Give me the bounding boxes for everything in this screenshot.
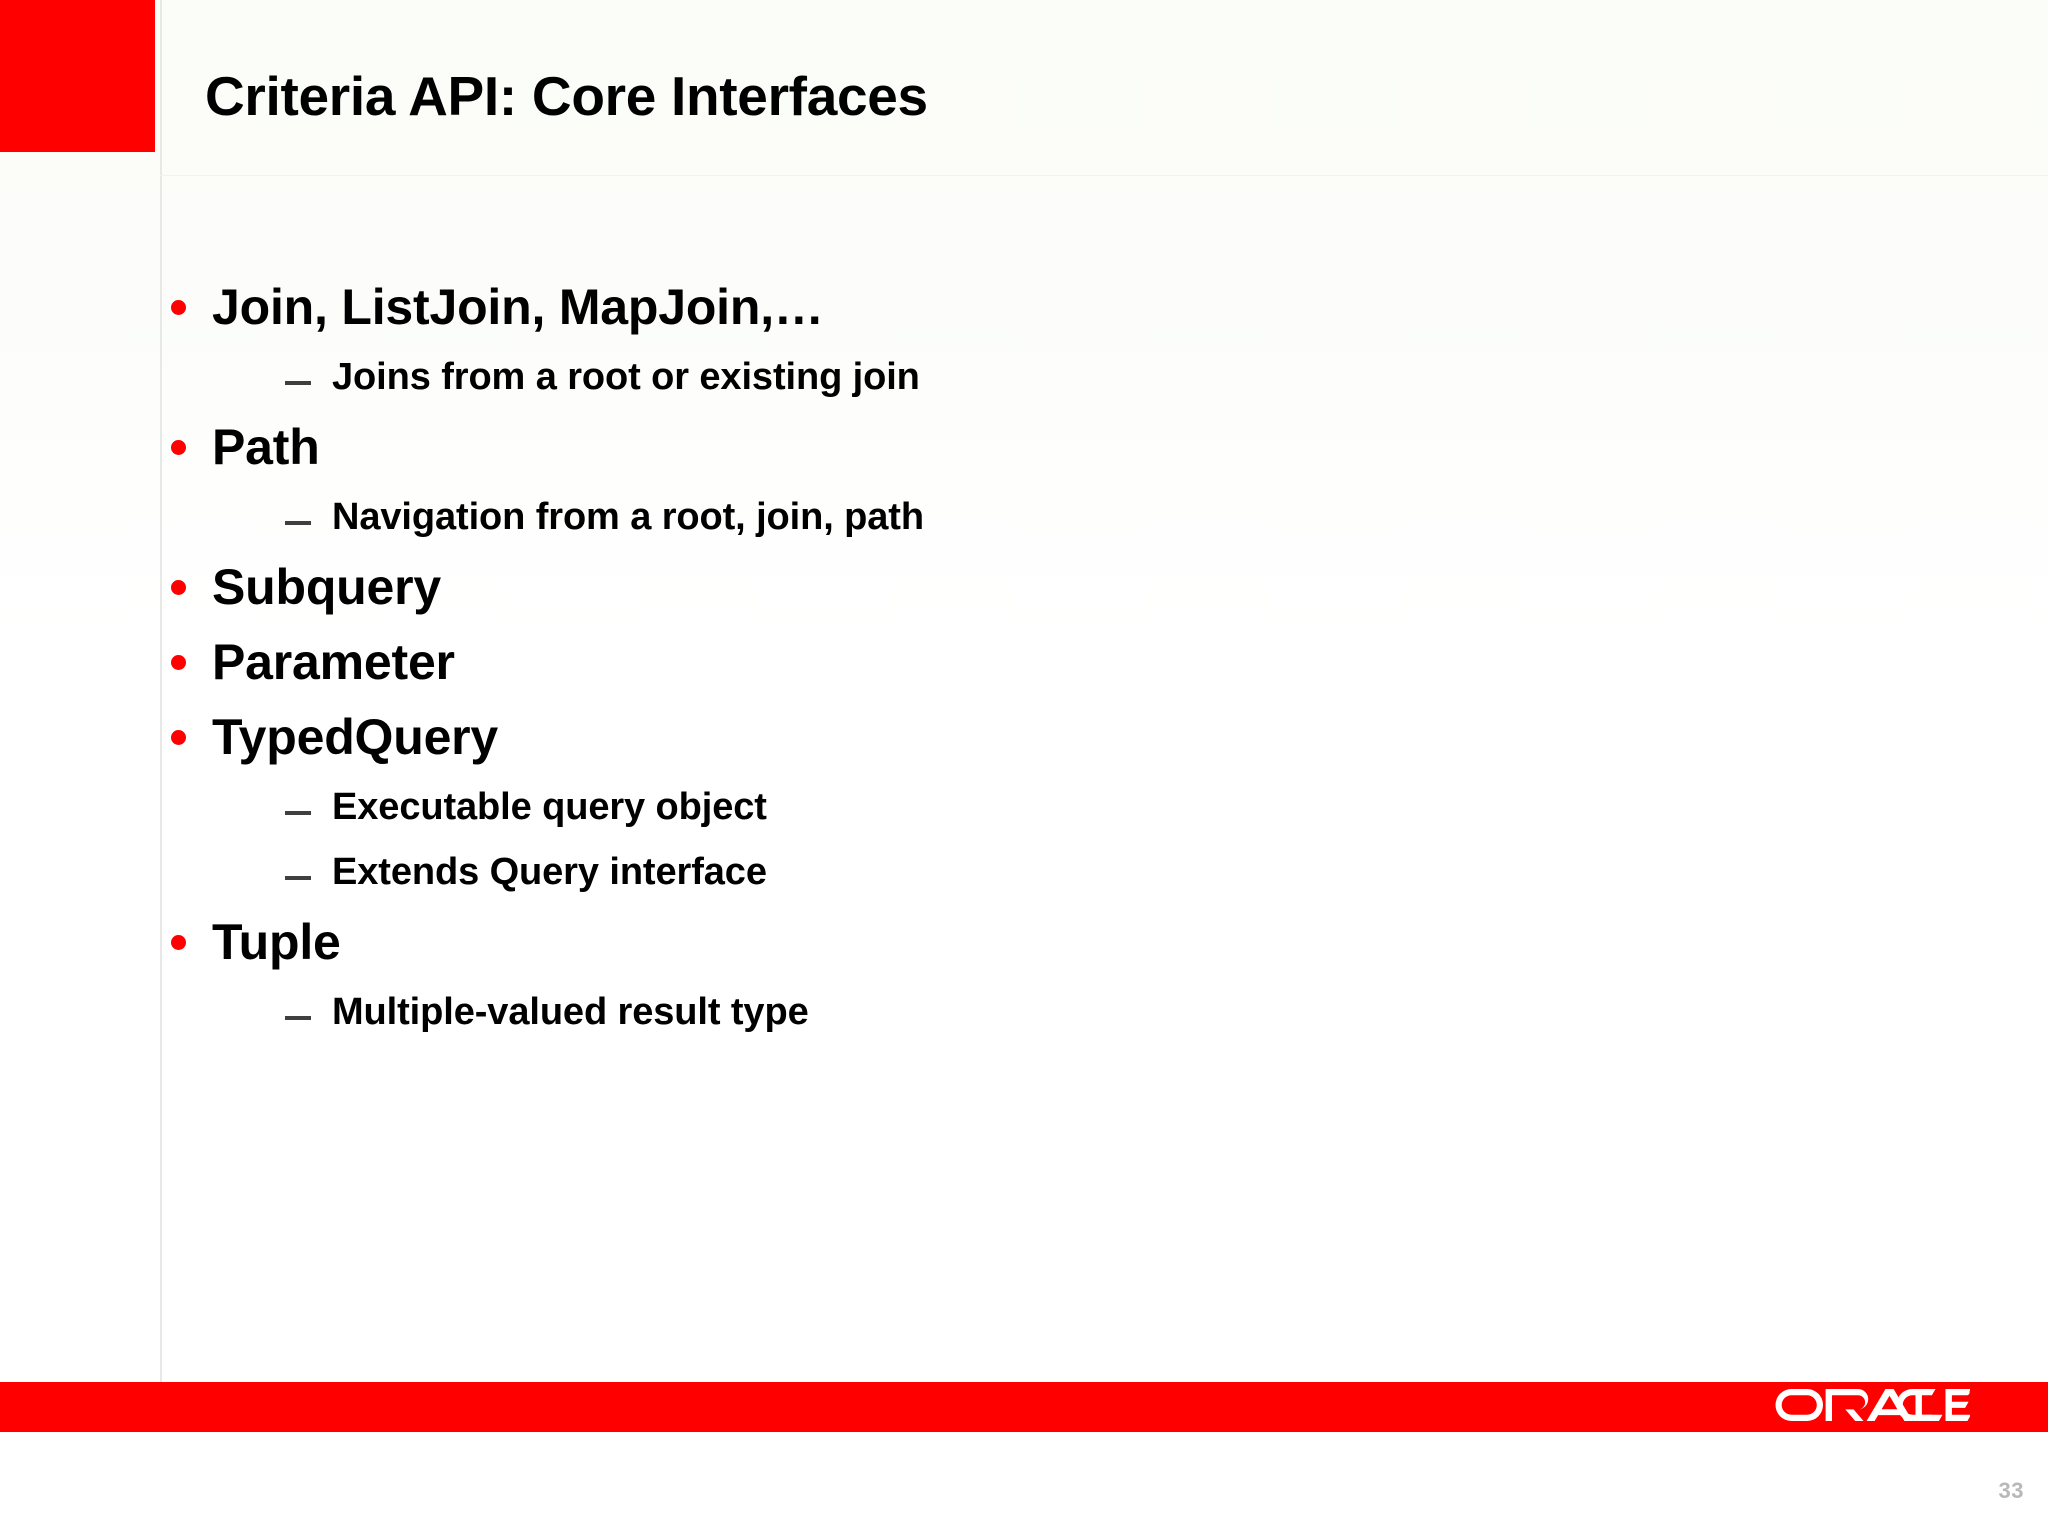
sub-bullet-item: Extends Query interface	[160, 840, 1860, 905]
brand-accent-square	[0, 0, 155, 152]
bullet-dot-icon	[171, 935, 186, 950]
bullet-item: Join, ListJoin, MapJoin,…	[160, 270, 1860, 345]
bullet-item: Path	[160, 410, 1860, 485]
bullet-label: Parameter	[212, 634, 455, 690]
bullet-item: Parameter	[160, 625, 1860, 700]
sub-bullet-item: Executable query object	[160, 775, 1860, 840]
bullet-label: Path	[212, 419, 320, 475]
sub-bullet-label: Multiple-valued result type	[332, 991, 809, 1033]
dash-icon	[285, 1016, 311, 1020]
oracle-logo	[1774, 1389, 1970, 1425]
bullet-label: TypedQuery	[212, 709, 499, 765]
sub-bullet-item: Multiple-valued result type	[160, 980, 1860, 1045]
bullet-dot-icon	[171, 440, 186, 455]
footer-bar	[0, 1382, 2048, 1432]
dash-icon	[285, 876, 311, 880]
bullet-dot-icon	[171, 730, 186, 745]
slide-title: Criteria API: Core Interfaces	[205, 65, 928, 127]
sub-bullet-item: Joins from a root or existing join	[160, 345, 1860, 410]
sub-bullet-label: Executable query object	[332, 786, 767, 828]
sub-bullet-label: Joins from a root or existing join	[332, 356, 920, 398]
bullet-item: Subquery	[160, 550, 1860, 625]
bullet-item: Tuple	[160, 905, 1860, 980]
bullet-list: Join, ListJoin, MapJoin,… Joins from a r…	[160, 270, 1860, 1045]
bullet-dot-icon	[171, 300, 186, 315]
bullet-dot-icon	[171, 580, 186, 595]
dash-icon	[285, 381, 311, 385]
sub-bullet-label: Extends Query interface	[332, 851, 767, 893]
sub-bullet-item: Navigation from a root, join, path	[160, 485, 1860, 550]
left-margin-divider	[160, 0, 162, 1382]
bullet-item: TypedQuery	[160, 700, 1860, 775]
sub-bullet-label: Navigation from a root, join, path	[332, 496, 924, 538]
bullet-label: Tuple	[212, 914, 341, 970]
dash-icon	[285, 811, 311, 815]
dash-icon	[285, 521, 311, 525]
bullet-label: Join, ListJoin, MapJoin,…	[212, 279, 824, 335]
title-divider	[160, 175, 2048, 176]
bullet-dot-icon	[171, 655, 186, 670]
page-number: 33	[1998, 1478, 2024, 1503]
bullet-label: Subquery	[212, 559, 441, 615]
